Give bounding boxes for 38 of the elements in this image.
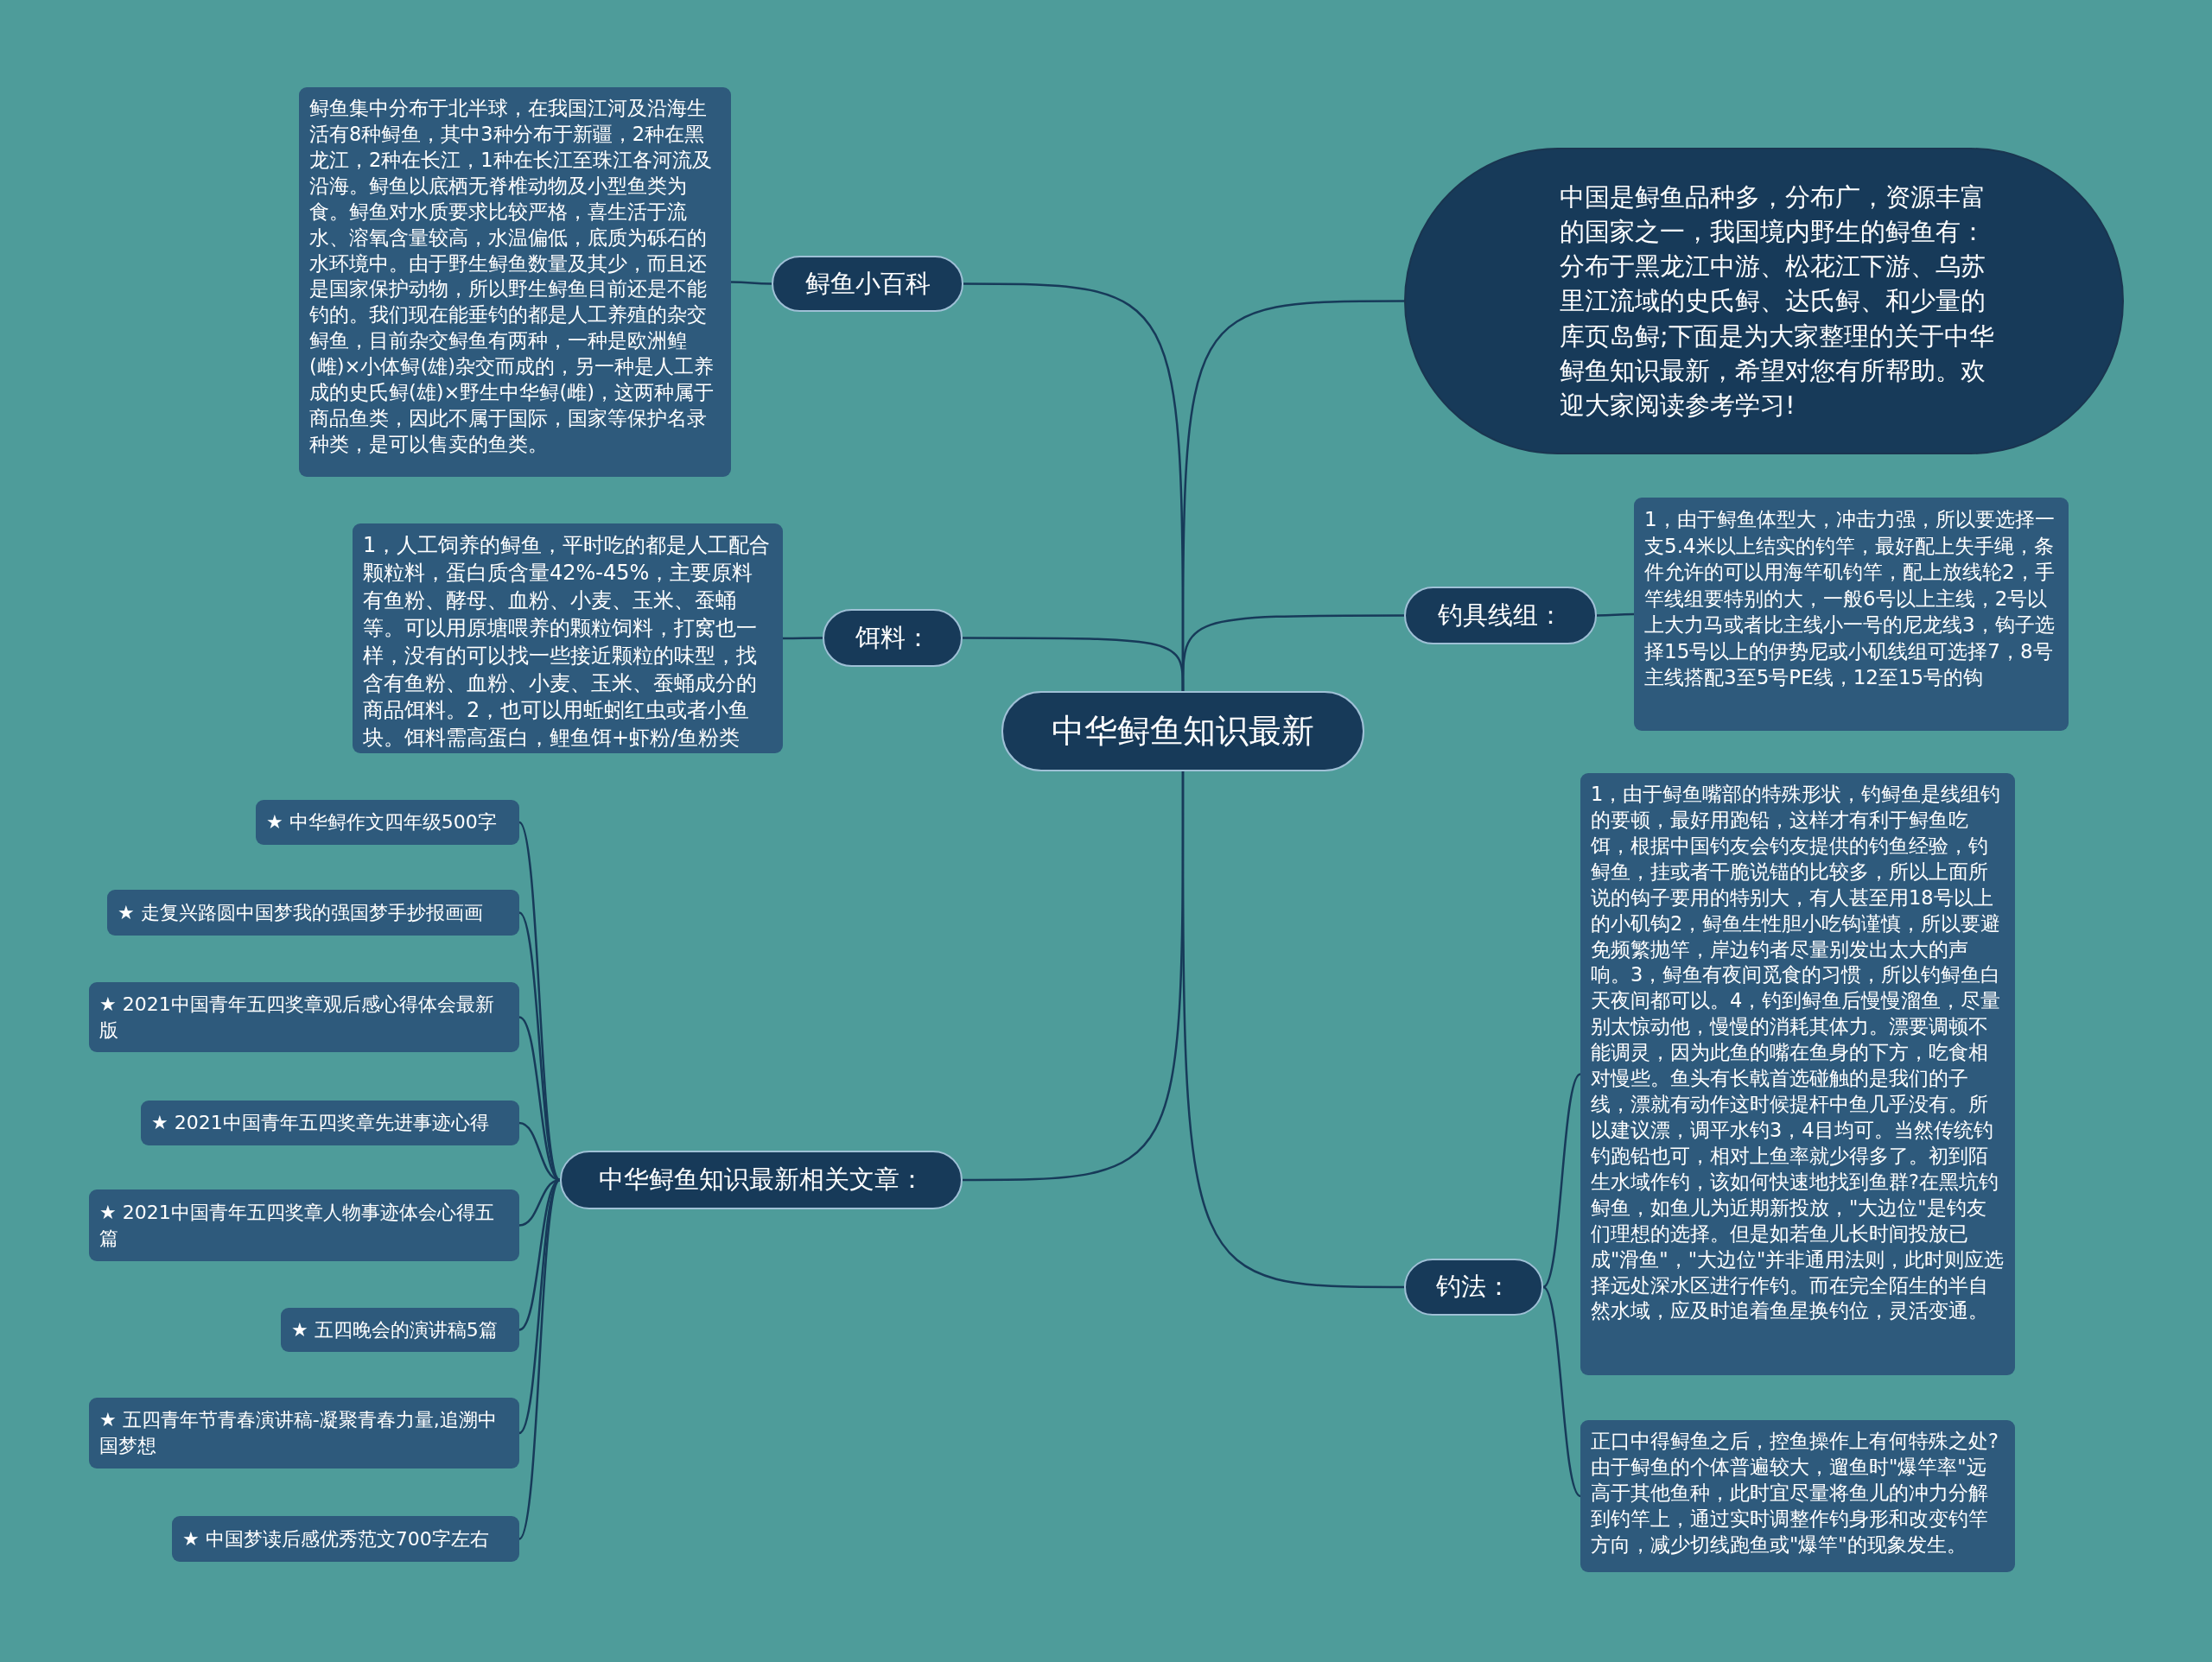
node-text: 中华鲟鱼知识最新 <box>1052 711 1314 752</box>
node-text: 鲟鱼小百科 <box>804 267 931 300</box>
node-text: 正口中得鲟鱼之后，控鱼操作上有何特殊之处?由于鲟鱼的个体普遍较大，遛鱼时"爆竿率"远高于其他鱼种，此时宜尽量将鱼儿的冲力分解到钓竿上，通过实时调整作钓身形和改变钓竿方向，减少切线跑鱼或"爆竿"的现象发生。 <box>1591 1429 1999 1557</box>
connector-line <box>1597 612 1634 617</box>
node-text: 中国是鲟鱼品种多，分布广，资源丰富的国家之一，我国境内野生的鲟鱼有：分布于黑龙江中游、松花江下游、乌苏里江流域的史氏鲟、达氏鲟、和少量的库页岛鲟;下面是为大家整理的关于中华鲟鱼知识最新，希望对您有所帮助。欢迎大家阅读参考学习! <box>1560 181 1995 422</box>
connector-line <box>783 637 823 640</box>
article-link-card <box>256 800 519 845</box>
note-card <box>1634 498 2069 731</box>
node-text: ★ 中国梦读后感优秀范文700字左右 <box>182 1526 489 1551</box>
note-card <box>1580 1420 2015 1572</box>
article-link-card <box>107 890 519 936</box>
node-text: ★ 五四晚会的演讲稿5篇 <box>291 1317 498 1342</box>
connector-line <box>731 281 772 285</box>
node-text: 1，人工饲养的鲟鱼，平时吃的都是人工配合颗粒料，蛋白质含量42%-45%，主要原料有鱼粉、酵母、血粉、小麦、玉米、蚕蛹等。可以用原塘喂养的颗粒饲料，打窝也一样，没有的可以找一些接近颗粒的味型，找含有鱼粉、血粉、小麦、玉米、蚕蛹成分的商品饵料。2，也可以用蚯蚓红虫或者小鱼块。饵料需高蛋白，鲤鱼饵+虾粉/鱼粉类 <box>363 532 772 752</box>
node-text: ★ 2021中国青年五四奖章人物事迹体会心得五篇 <box>99 1200 495 1251</box>
connector-line <box>518 1179 562 1540</box>
node-text: 1，由于鲟鱼嘴部的特殊形状，钓鲟鱼是线组钓的要顿，最好用跑铅，这样才有利于鲟鱼吃饵，根据中国钓友会钓友提供的钓鱼经验，钓鲟鱼，挂或者干脆说锚的比较多，所以上面所说的钩子要用的特别大，有人甚至用18号以上的小矶钩2，鲟鱼生性胆小吃钩谨慎，所以要避免频繁抛竿，岸边钓者尽量别发出太大的声响。3，鲟鱼有夜间觅食的习惯，所以钓鲟鱼白天夜间都可以。4，钓到鲟鱼后慢慢溜鱼，尽量别太惊动他，慢慢的消耗其体力。漂要调顿不能调灵，因为此鱼的嘴在鱼身的下方，吃食相对慢些。鱼头有长戟首选碰触的是我们的子线，漂就有动作这时候提杆中鱼几乎没有。所以建议漂，调平水钓3，4目均可。当然传统钓钓跑铅也可，相对上鱼率就少得多了。初到陌生水域作钓，该如何快速地找到鱼群?在黑坑钓鲟鱼，如鱼儿为近期新投放，"大边位"是钓友们理想的选择。但是如若鱼儿长时间投放已成"滑鱼"，"大边位"并非通用法则，此时则应选择远处深水区进行作钓。而在完全陌生的半自然水域，应及时追着鱼星换钓位，灵活变通。 <box>1591 782 2005 1324</box>
node-text: 饵料： <box>855 621 931 654</box>
connector-line <box>1542 1073 1581 1288</box>
article-link-card <box>172 1516 519 1562</box>
article-link-card <box>89 1398 519 1469</box>
connector-line <box>1181 771 1404 1289</box>
node-text: 1，由于鲟鱼体型大，冲击力强，所以要选择一支5.4米以上结实的钓竿，最好配上失手绳，条件允许的可以用海竿矶钓竿，配上放线轮2，手竿线组要特别的大，一般6号以上主线，2号以上大力马或者比主线小一号的尼龙线3，钩子选择15号以上的伊势尼或小矶线组可选择7，8号主线搭配3至5号PE线，12至15号的钩 <box>1644 507 2056 691</box>
node-text: 钓具线组： <box>1438 599 1563 631</box>
node-text: ★ 2021中国青年五四奖章观后感心得体会最新版 <box>99 992 495 1043</box>
article-link-card <box>89 982 519 1052</box>
node-text: 钓法： <box>1436 1271 1511 1303</box>
article-link-card <box>281 1308 519 1352</box>
connector-line <box>1181 614 1404 691</box>
connector-line <box>1542 1286 1581 1497</box>
node-text: 中华鲟鱼知识最新相关文章： <box>598 1164 925 1196</box>
article-link-card <box>141 1101 519 1145</box>
article-link-card <box>89 1189 519 1261</box>
node-text: ★ 2021中国青年五四奖章先进事迹心得 <box>151 1111 489 1136</box>
node-text: ★ 五四青年节青春演讲稿-凝聚青春力量,追溯中国梦想 <box>99 1408 498 1458</box>
node-text: ★ 中华鲟作文四年级500字 <box>266 810 497 835</box>
node-text: 鲟鱼集中分布于北半球，在我国江河及沿海生活有8种鲟鱼，其中3种分布于新疆，2种在黑龙江，2种在长江，1种在长江至珠江各河流及沿海。鲟鱼以底栖无脊椎动物及小型鱼类为食。鲟鱼对水质要求比较严格，喜生活于流水、溶氧含量较高，水温偏低，底质为砾石的水环境中。由于野生鲟鱼数量及其少，而且还是国家保护动物，所以野生鲟鱼目前还是不能钓的。我们现在能垂钓的都是人工养殖的杂交鲟鱼，目前杂交鲟鱼有两种，一种是欧洲鳇(雌)×小体鲟(雄)杂交而成的，另一种是人工养成的史氏鲟(雄)×野生中华鲟(雌)，这两种属于商品鱼类，因此不属于国际，国家等保护名录种类，是可以售卖的鱼类。 <box>309 96 715 457</box>
node-text: ★ 走复兴路圆中国梦我的强国梦手抄报画画 <box>118 900 483 925</box>
